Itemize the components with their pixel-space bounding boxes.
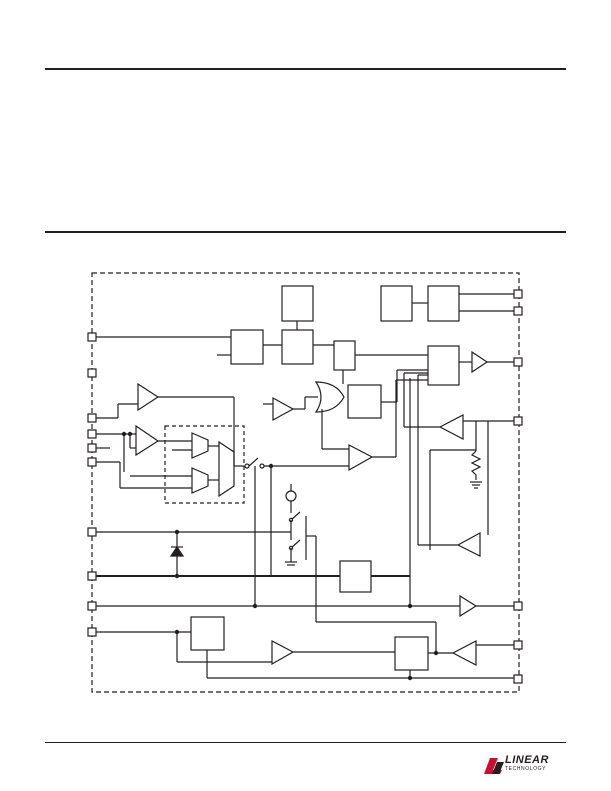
right-pins [513,289,523,684]
section-rule [45,231,566,233]
comparator-hysteresis-1 [137,382,160,412]
block-bottom-left [190,616,225,651]
buffer-amp [348,444,374,472]
buffer-vcc [459,594,478,618]
pin [87,527,97,537]
brand-logo: LINEAR TECHNOLOGY [505,755,571,773]
block-logic-2 [281,329,314,365]
pin [513,289,523,299]
resistor [470,450,482,480]
block-top-right-2 [427,285,460,322]
pin [87,443,97,453]
linear-logo-icon [484,758,504,774]
pin [513,357,523,367]
pin [87,601,97,611]
brand-tagline: TECHNOLOGY [505,766,547,772]
chip-boundary [91,272,520,693]
output-buffer [471,350,489,374]
block-bottom-right [394,636,429,671]
pin [87,413,97,423]
pin [513,601,523,611]
block-logic-3 [333,340,356,371]
pin [513,640,523,650]
mux-subblock [164,425,245,504]
mux-1 [191,432,209,459]
brand-name: LINEAR [505,754,549,766]
pin [87,571,97,581]
pin [87,332,97,342]
block-logic-5 [347,384,382,419]
current-source [285,490,297,502]
pin [513,674,523,684]
block-top-center [281,285,314,322]
footer-rule [45,742,566,743]
pin [87,368,97,378]
comparator-bottom [271,640,295,666]
block-logic-1 [230,329,264,365]
pin [87,429,97,439]
block-logic-4 [427,345,460,386]
comparator-hysteresis-2 [272,396,295,422]
block-top-right-1 [380,285,413,322]
top-rule [45,68,566,70]
pin [513,306,523,316]
or-gate [314,381,345,413]
pin [87,627,97,637]
comparator-right [438,414,464,440]
input-amplifier [135,424,160,457]
comparator-bottom-right [451,640,477,666]
mux-2 [191,467,209,494]
pin [87,457,97,467]
diode [169,545,185,557]
mux-3 [218,440,235,498]
block-mid-bottom [339,560,372,593]
comparator-lower-right [456,531,481,557]
pin [513,416,523,426]
